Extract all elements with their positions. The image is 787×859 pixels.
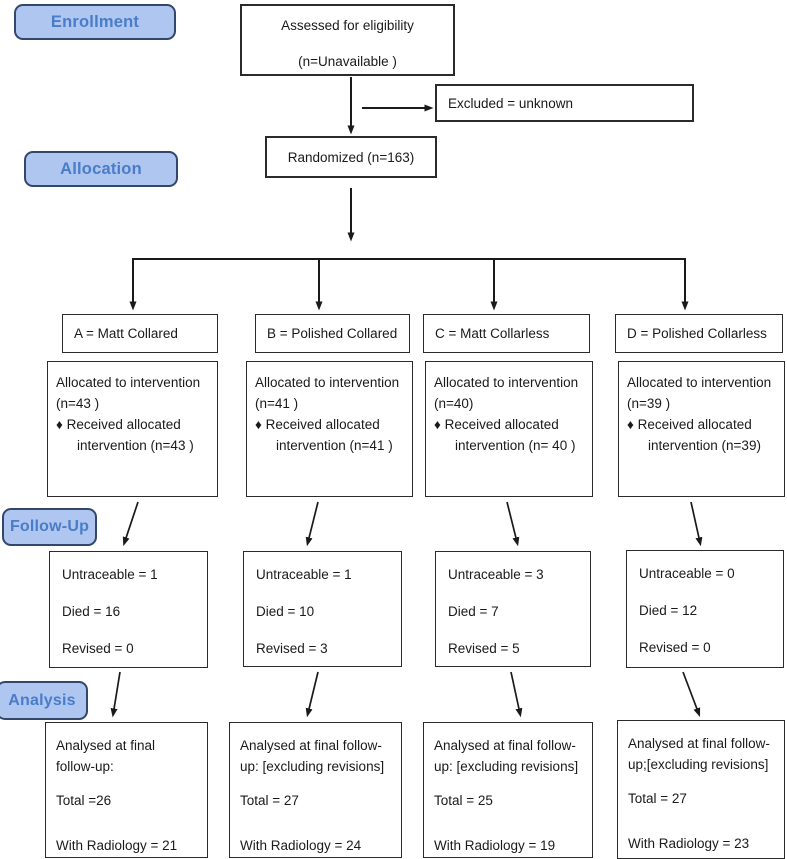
analysis-radiology: With Radiology = 24 [240,838,362,853]
followup-box-c: Untraceable = 3 Died = 7 Revised = 5 [435,551,591,667]
followup-line: Untraceable = 1 [256,567,352,582]
allocation-line: (n=39 ) [627,396,671,411]
analysis-total: Total = 27 [628,791,687,806]
arm-title-d: D = Polished Collarless [615,314,783,353]
analysis-radiology: With Radiology = 23 [628,836,750,851]
assessed-line1: Assessed for eligibility [281,18,414,33]
arrow-followup-to-analysis-c [510,671,523,718]
allocation-line: Allocated to intervention [255,375,400,390]
analysis-box-a: Analysed at final follow-up: Total =26 W… [45,722,208,858]
followup-line: Died = 7 [448,604,499,619]
allocation-line: intervention (n=39) [648,438,761,453]
followup-line: Revised = 0 [62,641,134,656]
followup-line: Died = 16 [62,604,121,619]
followup-box-a: Untraceable = 1 Died = 16 Revised = 0 [49,551,208,668]
allocation-line: ♦ Received allocated [56,417,181,432]
analysis-title: up: [excluding revisions] [434,759,579,774]
arrow-followup-to-analysis-b [305,671,319,718]
allocation-line: intervention (n=41 ) [276,438,393,453]
arrow-alloc-to-followup-d [690,501,703,547]
analysis-box-c: Analysed at final follow- up: [excluding… [423,722,593,858]
allocation-line: intervention (n= 40 ) [455,438,576,453]
assessed-line2: (n=Unavailable ) [298,54,397,69]
arrow-followup-to-analysis-d [682,671,701,717]
followup-line: Untraceable = 1 [62,567,158,582]
followup-line: Untraceable = 3 [448,567,544,582]
followup-line: Revised = 0 [639,640,711,655]
arm-title-a: A = Matt Collared [62,314,218,353]
analysis-box-d: Analysed at final follow- up;[excluding … [617,720,785,859]
allocation-box-a: Allocated to intervention (n=43 ) ♦ Rece… [47,361,218,497]
followup-line: Revised = 3 [256,641,328,656]
analysis-radiology: With Radiology = 19 [434,838,556,853]
followup-line: Died = 10 [256,604,315,619]
allocation-line: ♦ Received allocated [627,417,752,432]
analysis-title: Analysed at final follow- [240,738,382,753]
allocation-box-b: Allocated to intervention (n=41 ) ♦ Rece… [246,361,413,497]
followup-line: Revised = 5 [448,641,520,656]
stage-label-enrollment: Enrollment [14,4,176,40]
allocation-box-c: Allocated to intervention (n=40) ♦ Recei… [425,361,593,497]
followup-box-d: Untraceable = 0 Died = 12 Revised = 0 [626,550,784,668]
followup-box-b: Untraceable = 1 Died = 10 Revised = 3 [243,551,402,667]
allocation-box-d: Allocated to intervention (n=39 ) ♦ Rece… [618,361,785,497]
allocation-line: ♦ Received allocated [255,417,380,432]
stage-label-analysis: Analysis [0,681,88,720]
analysis-box-b: Analysed at final follow- up: [excluding… [229,722,402,858]
analysis-total: Total = 25 [434,793,493,808]
followup-line: Untraceable = 0 [639,566,735,581]
randomized-box: Randomized (n=163) [265,136,437,178]
allocation-line: intervention (n=43 ) [77,438,194,453]
analysis-title: Analysed at final follow- [628,736,770,751]
allocation-line: Allocated to intervention [56,375,201,390]
branch-line [132,258,686,302]
analysis-title: Analysed at final [56,738,156,753]
analysis-total: Total = 27 [240,793,299,808]
allocation-line: Allocated to intervention [434,375,579,390]
analysis-total: Total =26 [56,793,112,808]
arrow-followup-to-analysis-a [110,671,121,718]
allocation-line: ♦ Received allocated [434,417,559,432]
allocation-line: (n=43 ) [56,396,100,411]
excluded-box: Excluded = unknown [435,84,694,122]
followup-line: Died = 12 [639,603,698,618]
stage-label-allocation: Allocation [24,151,178,187]
allocation-line: (n=40) [434,396,474,411]
arrow-alloc-to-followup-c [506,501,520,547]
arrow-alloc-to-followup-a [122,501,139,547]
arrow-alloc-to-followup-b [305,501,319,547]
analysis-title: up: [excluding revisions] [240,759,385,774]
analysis-title: follow-up: [56,759,114,774]
stage-label-followup: Follow-Up [2,508,97,546]
arm-title-b: B = Polished Collared [255,314,410,353]
allocation-line: (n=41 ) [255,396,299,411]
assessed-box: Assessed for eligibility (n=Unavailable … [240,4,455,76]
arm-title-c: C = Matt Collarless [423,314,590,353]
analysis-title: up;[excluding revisions] [628,757,769,772]
analysis-title: Analysed at final follow- [434,738,576,753]
allocation-line: Allocated to intervention [627,375,772,390]
analysis-radiology: With Radiology = 21 [56,838,178,853]
